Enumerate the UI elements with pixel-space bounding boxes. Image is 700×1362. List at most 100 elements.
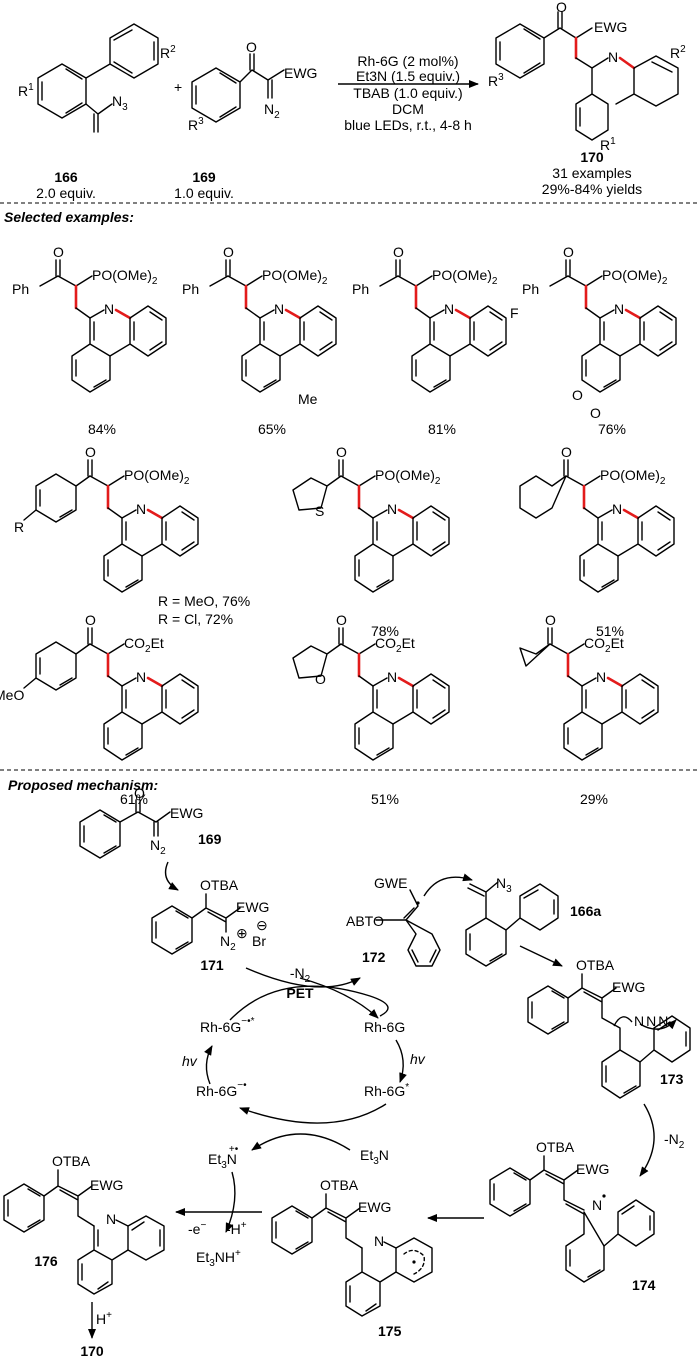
ewg-label: PO(OMe)2 — [432, 267, 498, 287]
rh6g-anion-excited: Rh-6G−•* — [200, 1016, 255, 1035]
condition-base: Et3N (1.5 equiv.) — [356, 68, 460, 84]
gwe-label: GWE — [374, 875, 407, 891]
o-label: O — [85, 444, 96, 460]
ewg-label: CO2Et — [375, 635, 415, 655]
o-label: O — [590, 405, 601, 421]
ewg-label: EWG — [358, 1199, 391, 1215]
ewg-label: PO(OMe)2 — [375, 467, 441, 487]
radical-arrow — [613, 1016, 633, 1027]
compound-166-equiv: 2.0 equiv. — [36, 185, 96, 201]
o-label: O — [563, 244, 574, 260]
yield-label: 76% — [598, 421, 626, 437]
species-175: OTBA EWG N 175 — [271, 1177, 433, 1339]
n-label: N — [614, 301, 624, 317]
ph-label: Ph — [12, 281, 29, 297]
hv-arrow-right — [395, 1039, 407, 1083]
et3n-radical-cation: Et3N+• — [208, 1144, 239, 1171]
photoredox-cycle: -N2 PET Rh-6G−•* Rh-6G Rh-6G−• Rh-6G* hv… — [182, 965, 426, 1171]
o-label: O — [53, 244, 64, 260]
n-label: N — [387, 669, 397, 685]
hv-left: hv — [182, 1053, 198, 1069]
radical-addition-arrow — [423, 873, 473, 897]
condition-additive: TBAB (1.0 equiv.) — [353, 85, 462, 101]
yield-label: 51% — [596, 623, 624, 639]
o-label: O — [545, 612, 556, 628]
reactant-169: O EWG N2 R3 169 1.0 equiv. — [174, 39, 317, 201]
yield-label: 61% — [120, 791, 148, 807]
rh6g-excited: Rh-6G* — [364, 1082, 409, 1099]
ewg-label: CO2Et — [124, 635, 164, 655]
n-label: N — [608, 49, 618, 65]
yield-label: 78% — [371, 623, 399, 639]
ewg-label: EWG — [236, 899, 269, 915]
n3-label: N3 — [112, 93, 128, 113]
species-166a-id: 166a — [570, 903, 601, 919]
substituent-label: R — [14, 519, 24, 535]
o-label: O — [572, 387, 583, 403]
examples-grid: PhOPO(OMe)2N84%PhOPO(OMe)2NMe65%PhOPO(OM… — [0, 244, 677, 807]
hv-right: hv — [410, 1051, 426, 1067]
me-label: Me — [298, 391, 318, 407]
r2-label: R2 — [670, 44, 686, 61]
ewg-label: EWG — [612, 979, 645, 995]
substituent-label: MeO — [0, 687, 24, 703]
r3-label: R3 — [188, 116, 204, 133]
rh6g-ground: Rh-6G — [364, 1019, 405, 1035]
r3-label: R3 — [488, 72, 504, 89]
compound-170-id: 170 — [580, 149, 604, 165]
product-170: O EWG N R3 R2 R1 170 31 examples 29%-84%… — [488, 0, 686, 197]
n2-loss-arrow — [639, 1019, 677, 1030]
ewg-label: PO(OMe)2 — [124, 467, 190, 487]
arrow-173-to-174 — [639, 1103, 655, 1177]
condition-catalyst: Rh-6G (2 mol%) — [357, 53, 458, 69]
ewg-label: EWG — [90, 1177, 123, 1193]
compound-166-id: 166 — [54, 169, 78, 185]
et3n-oxidation-arrow — [251, 1133, 351, 1151]
species-176: OTBA EWG N 176 — [3, 1153, 165, 1295]
n-label: N — [596, 669, 606, 685]
species-171-id: 171 — [200, 957, 224, 973]
ph-label: Ph — [522, 281, 539, 297]
deprotonation-arrow — [225, 1171, 236, 1233]
o-label: O — [336, 444, 347, 460]
condition-solvent: DCM — [392, 101, 424, 117]
n-label: N — [612, 501, 622, 517]
arrow-to-rh6g — [299, 977, 379, 1019]
species-169-id: 169 — [198, 831, 222, 847]
species-173-id: 173 — [660, 1071, 684, 1087]
ph-label: Ph — [352, 281, 369, 297]
otba-label: OTBA — [52, 1153, 91, 1169]
minus-h-label: -H+ — [226, 1220, 247, 1237]
n-label: N — [136, 669, 146, 685]
yield-label: R = MeO, 76% — [158, 593, 250, 609]
species-174: OTBA EWG N 174 — [489, 1139, 656, 1293]
ewg-label: PO(OMe)2 — [602, 267, 668, 287]
ewg-label: EWG — [284, 65, 317, 81]
species-170-id: 170 — [80, 1343, 104, 1359]
o-label: O — [134, 785, 145, 801]
n-label: N — [104, 301, 114, 317]
heteroatom-label: O — [315, 671, 326, 687]
hv-arrow-left — [204, 1045, 213, 1085]
abto-label: ABTO — [346, 913, 384, 929]
o-label: O — [561, 444, 572, 460]
condition-light: blue LEDs, r.t., 4-8 h — [344, 117, 472, 133]
minus-n2-label: -N2 — [290, 965, 311, 985]
otba-label: OTBA — [320, 1177, 359, 1193]
rh6g-anion: Rh-6G−• — [196, 1080, 247, 1099]
n-label: N — [444, 301, 454, 317]
heteroatom-label: S — [315, 503, 324, 519]
examples-count: 31 examples — [552, 165, 631, 181]
otba-label: OTBA — [576, 957, 615, 973]
species-172: GWE ABTO 172 — [346, 875, 441, 967]
n-label: N — [274, 301, 284, 317]
compound-169-equiv: 1.0 equiv. — [174, 185, 234, 201]
n-label: N — [136, 501, 146, 517]
r1-label: R1 — [18, 82, 34, 99]
